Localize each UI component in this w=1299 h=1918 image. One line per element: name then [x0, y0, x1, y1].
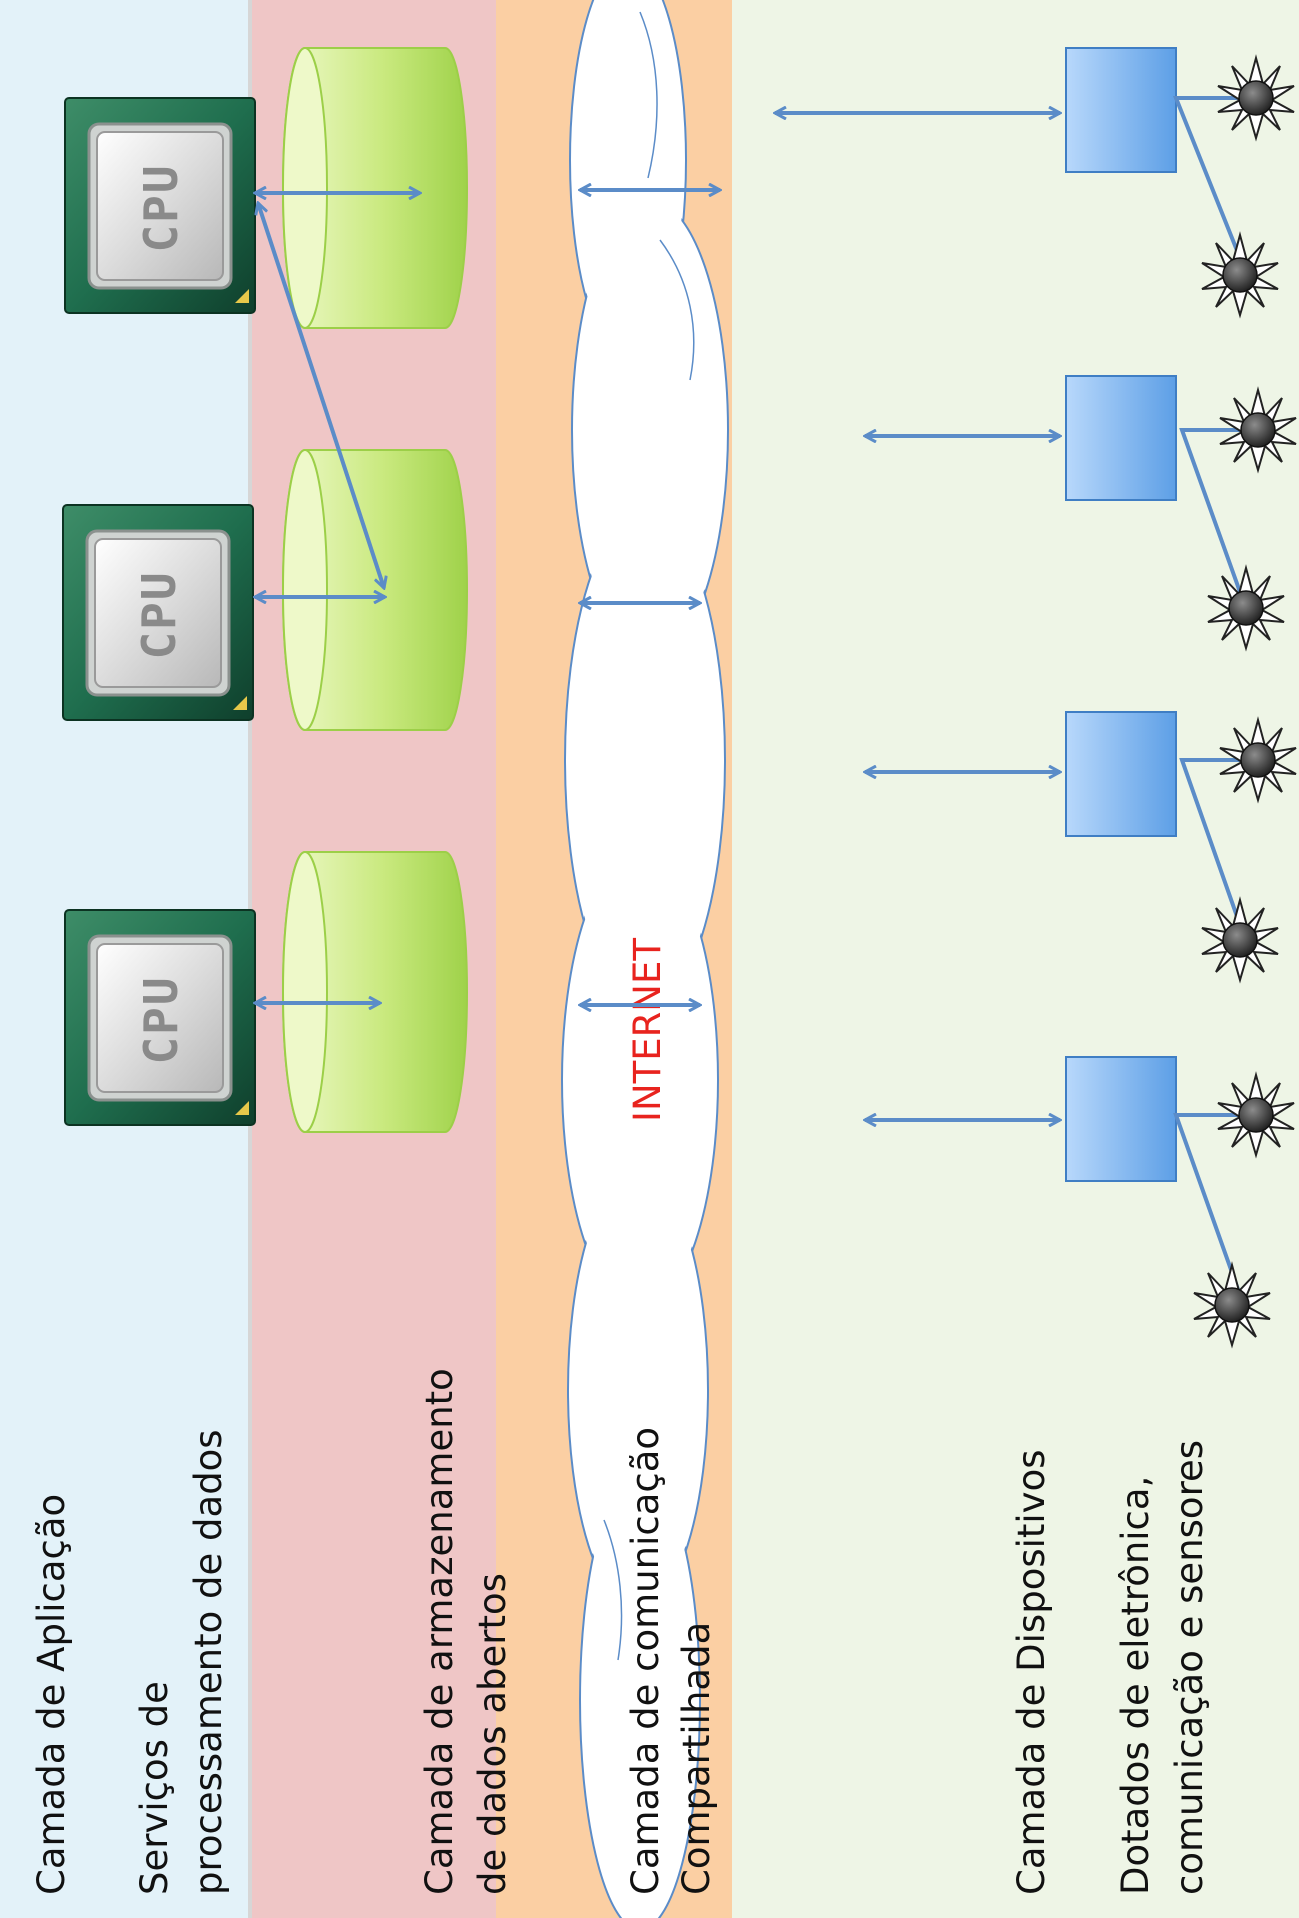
sensor-links [1173, 96, 1242, 1296]
cpu-chip-icon: CPU [61, 503, 255, 722]
application-layer-subtitle-line1: Serviços de [133, 1681, 176, 1895]
device-box-icon [1065, 711, 1177, 837]
devices-layer-subtitle-line1: Dotados de eletrônica, [1114, 1476, 1157, 1895]
sensor-link [1173, 96, 1242, 259]
sensor-link [1173, 1113, 1242, 1296]
device-box-icon [1065, 47, 1177, 173]
storage-layer-title-line2: de dados abertos [471, 1573, 514, 1895]
sensor-link [1179, 758, 1242, 926]
communication-layer-title-line1: Camada de comunicação [624, 1427, 667, 1895]
application-layer-subtitle-line2: processamento de dados [187, 1429, 230, 1895]
database-cylinder-icon [282, 449, 468, 731]
device-box-icon [1065, 1056, 1177, 1182]
cpu-storage-arrows [255, 193, 420, 1003]
cpu-chip-icon: CPU [63, 96, 257, 315]
application-layer-title: Camada de Aplicação [30, 1494, 73, 1895]
storage-layer-title-line1: Camada de armazenamento [418, 1368, 461, 1895]
cpu-chip-label: CPU [132, 570, 186, 659]
communication-layer-title-line2: Compartilhada [675, 1622, 718, 1895]
arrow [258, 203, 384, 588]
cpu-chip-label: CPU [134, 975, 188, 1064]
cpu-chip-icon: CPU [63, 908, 257, 1127]
database-cylinder-icon [282, 851, 468, 1133]
sensor-link [1179, 428, 1242, 593]
cloud-icon [561, 0, 729, 1918]
devices-layer-subtitle-line2: comunicação e sensores [1168, 1440, 1211, 1895]
devices-layer-title: Camada de Dispositivos [1010, 1450, 1053, 1895]
internet-label: INTERNET [626, 938, 669, 1122]
cloud-device-arrows [775, 113, 1060, 1120]
cpu-chip-label: CPU [134, 163, 188, 252]
database-cylinder-icon [282, 47, 468, 329]
device-box-icon [1065, 375, 1177, 501]
devices-band [732, 0, 1299, 1918]
storage-cloud-arrows [580, 190, 720, 1005]
